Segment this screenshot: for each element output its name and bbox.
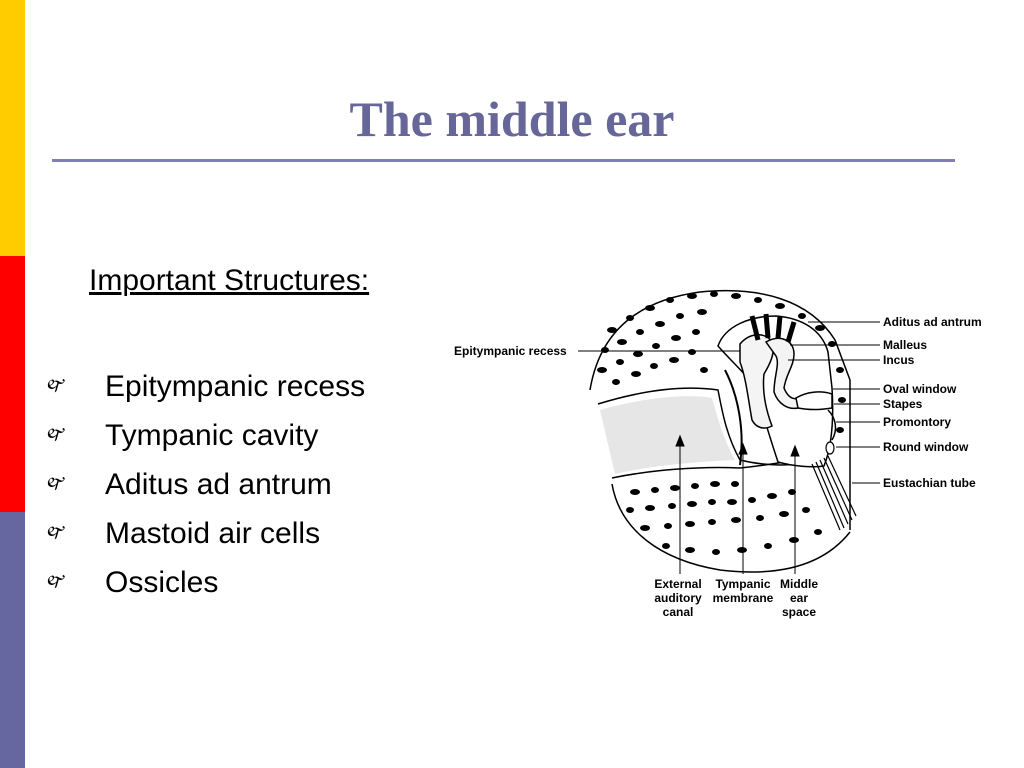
label-incus: Incus bbox=[883, 353, 915, 367]
label-epitympanic-recess: Epitympanic recess bbox=[454, 344, 567, 358]
label-middle-ear-space-line3: space bbox=[782, 605, 816, 619]
eustachian-tube-shape bbox=[811, 455, 857, 531]
temporal-bone-outline bbox=[589, 289, 851, 530]
bone-stipple-pattern bbox=[597, 291, 846, 555]
important-structures-heading: Important Structures: bbox=[89, 264, 370, 297]
label-middle-ear-space-line2: ear bbox=[790, 591, 808, 605]
lower-bone-outline bbox=[611, 483, 851, 573]
slide-title: The middle ear bbox=[349, 91, 675, 147]
label-oval-window: Oval window bbox=[883, 382, 957, 396]
bullet-icon: 🙰 bbox=[45, 571, 67, 591]
middle-ear-diagram: Epitympanic recess Aditus ad antrum Mall… bbox=[440, 270, 1024, 632]
label-middle-ear-space-line1: Middle bbox=[780, 577, 818, 591]
list-item: 🙰Ossicles bbox=[45, 565, 219, 599]
bullet-icon: 🙰 bbox=[45, 522, 67, 542]
red-side-bar bbox=[0, 256, 25, 512]
bullet-icon: 🙰 bbox=[45, 473, 67, 493]
label-external-auditory-canal-line2: auditory bbox=[654, 591, 702, 605]
label-aditus-ad-antrum: Aditus ad antrum bbox=[883, 315, 982, 329]
external-canal-shading bbox=[600, 396, 735, 474]
label-stapes: Stapes bbox=[883, 397, 923, 411]
stapes-shape bbox=[795, 391, 833, 411]
structures-list: 🙰Epitympanic recess 🙰Tympanic cavity 🙰Ad… bbox=[45, 362, 365, 607]
list-item: 🙰Tympanic cavity bbox=[45, 418, 319, 452]
epitympanic-bars bbox=[749, 313, 797, 343]
bottom-leader-lines bbox=[675, 434, 800, 574]
label-round-window: Round window bbox=[883, 440, 969, 454]
middle-ear-illustration: Epitympanic recess Aditus ad antrum Mall… bbox=[454, 289, 982, 619]
bullet-icon: 🙰 bbox=[45, 375, 67, 395]
round-window-shape bbox=[825, 441, 835, 455]
label-eustachian-tube: Eustachian tube bbox=[883, 476, 976, 490]
list-item: 🙰Mastoid air cells bbox=[45, 516, 321, 550]
title-underline-rule bbox=[52, 159, 955, 162]
list-item: 🙰Aditus ad antrum bbox=[45, 467, 332, 501]
label-promontory: Promontory bbox=[883, 415, 951, 429]
promontory-outline bbox=[827, 409, 837, 441]
label-malleus: Malleus bbox=[883, 338, 927, 352]
list-item: 🙰Epitympanic recess bbox=[45, 369, 366, 403]
blue-side-bar bbox=[0, 512, 25, 768]
label-tympanic-membrane-line2: membrane bbox=[713, 591, 774, 605]
tympanic-membrane bbox=[724, 369, 743, 466]
incus-shape bbox=[764, 337, 801, 410]
canal-upper-wall bbox=[597, 387, 821, 466]
label-tympanic-membrane-line1: Tympanic bbox=[715, 577, 770, 591]
yellow-side-bar bbox=[0, 0, 25, 256]
bullet-icon: 🙰 bbox=[45, 424, 67, 444]
label-external-auditory-canal-line1: External bbox=[654, 577, 701, 591]
label-external-auditory-canal-line3: canal bbox=[663, 605, 694, 619]
right-leader-lines bbox=[788, 321, 880, 484]
